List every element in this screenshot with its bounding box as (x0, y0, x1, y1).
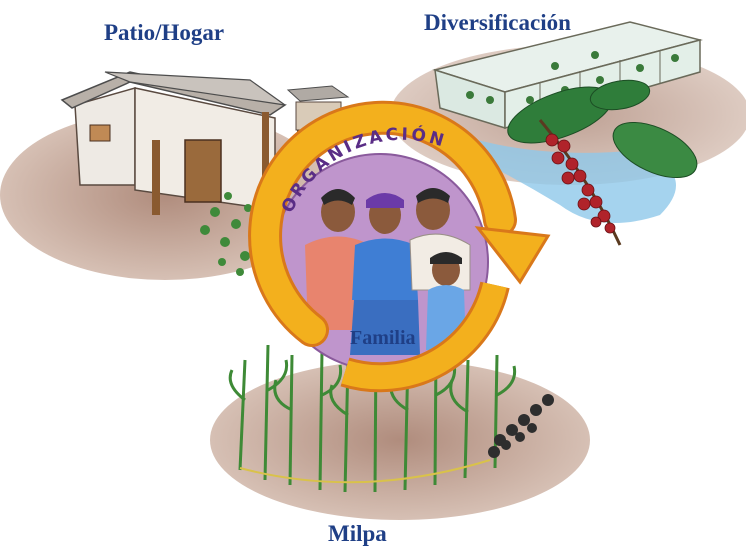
label-diversificacion: Diversificación (424, 10, 571, 35)
label-familia: Familia (350, 327, 416, 349)
label-milpa: Milpa (328, 521, 387, 546)
arrow-head (474, 226, 551, 285)
irrigation-line (239, 459, 491, 484)
coffee-branch (507, 79, 698, 246)
milpa-beans (488, 394, 554, 458)
label-patio-hogar: Patio/Hogar (104, 20, 225, 45)
organizacion-arrow (248, 100, 551, 393)
